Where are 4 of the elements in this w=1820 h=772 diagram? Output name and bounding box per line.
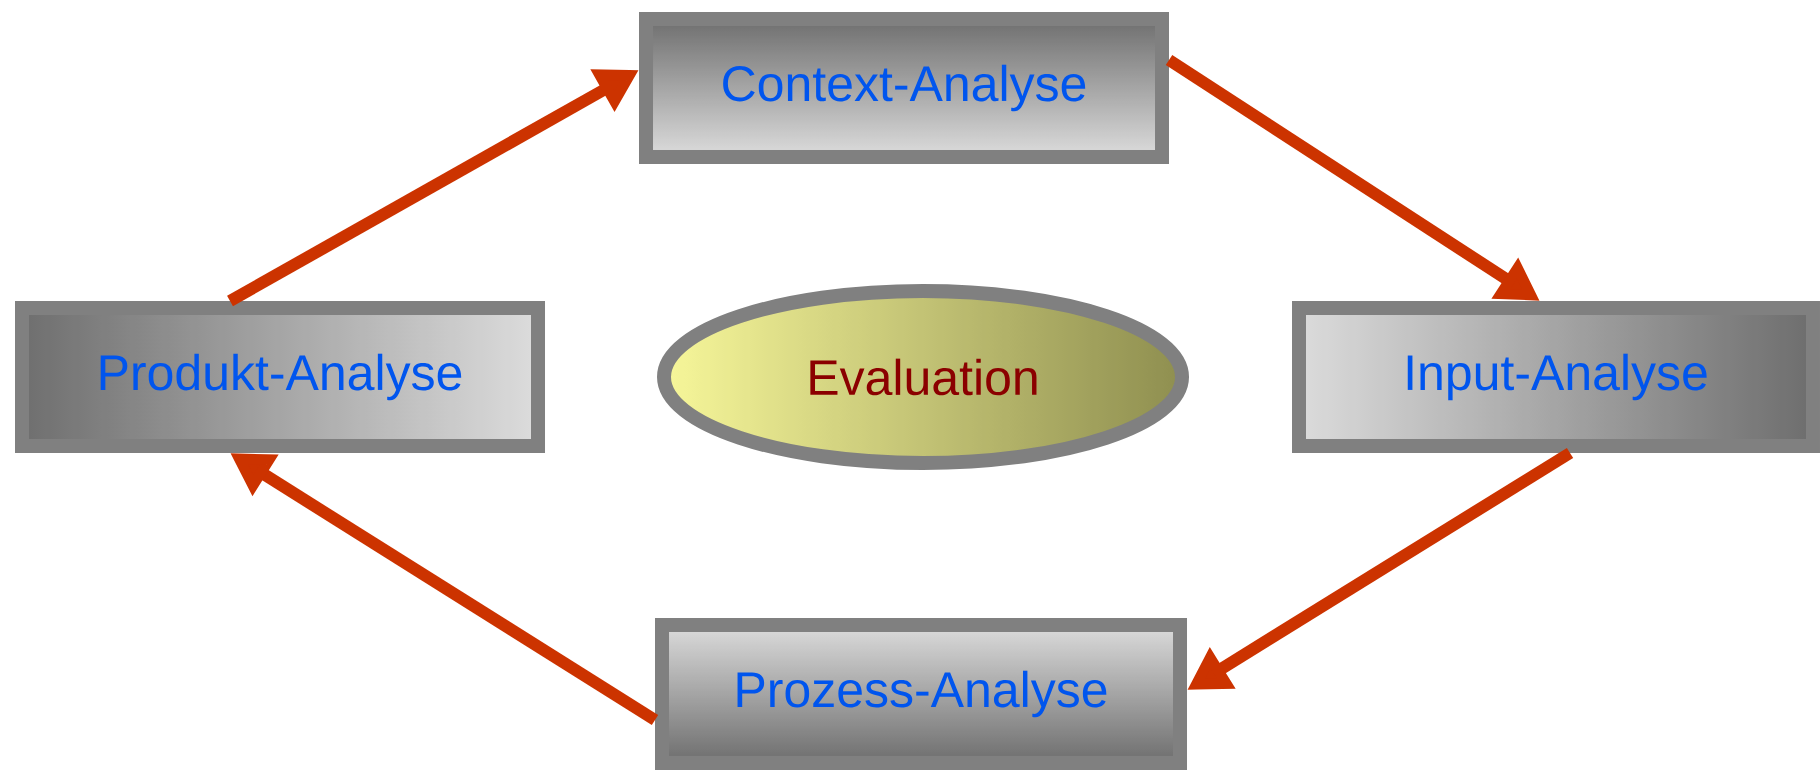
process-box: Prozess-Analyse xyxy=(655,618,1187,770)
process-box: Input-Analyse xyxy=(1292,301,1820,453)
process-box: Produkt-Analyse xyxy=(15,301,545,453)
process-box: Context-Analyse xyxy=(639,12,1169,164)
